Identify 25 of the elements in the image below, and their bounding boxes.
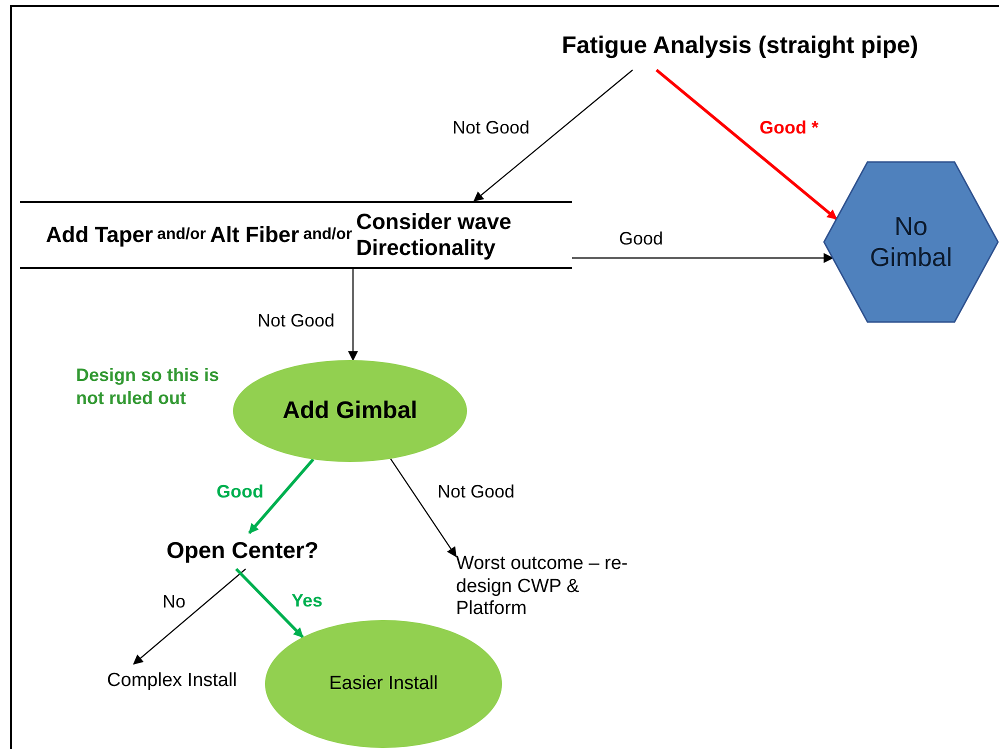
node-text: Fatigue Analysis (straight pipe) xyxy=(562,32,918,60)
arrow xyxy=(132,568,246,665)
connector-word: and/or xyxy=(303,225,352,245)
node-text: Complex Install xyxy=(107,670,237,692)
node-text: Add Gimbal xyxy=(282,396,418,426)
arrow xyxy=(473,70,633,202)
process-ellipse xyxy=(233,360,467,462)
node-text: Worst outcome – re-design CWP & Platform xyxy=(456,552,629,622)
process-ellipse xyxy=(265,620,502,748)
result-hexagon xyxy=(824,162,998,322)
arrow xyxy=(572,253,834,263)
option-text: Consider wave Directionality xyxy=(356,208,512,262)
node-text: Easier Install xyxy=(329,672,438,696)
arrow xyxy=(248,458,314,534)
arrow xyxy=(235,568,304,638)
arrow xyxy=(656,68,838,220)
arrow xyxy=(348,269,358,362)
option-text: Add Taper xyxy=(46,222,154,248)
connector-word: and/or xyxy=(157,225,206,245)
side-note: Design so this is not ruled out xyxy=(76,364,220,409)
node-text: No Gimbal xyxy=(868,210,954,274)
option-band xyxy=(20,201,572,269)
node-text: Open Center? xyxy=(166,537,319,565)
arrow xyxy=(390,458,457,558)
option-text: Alt Fiber xyxy=(210,222,300,248)
